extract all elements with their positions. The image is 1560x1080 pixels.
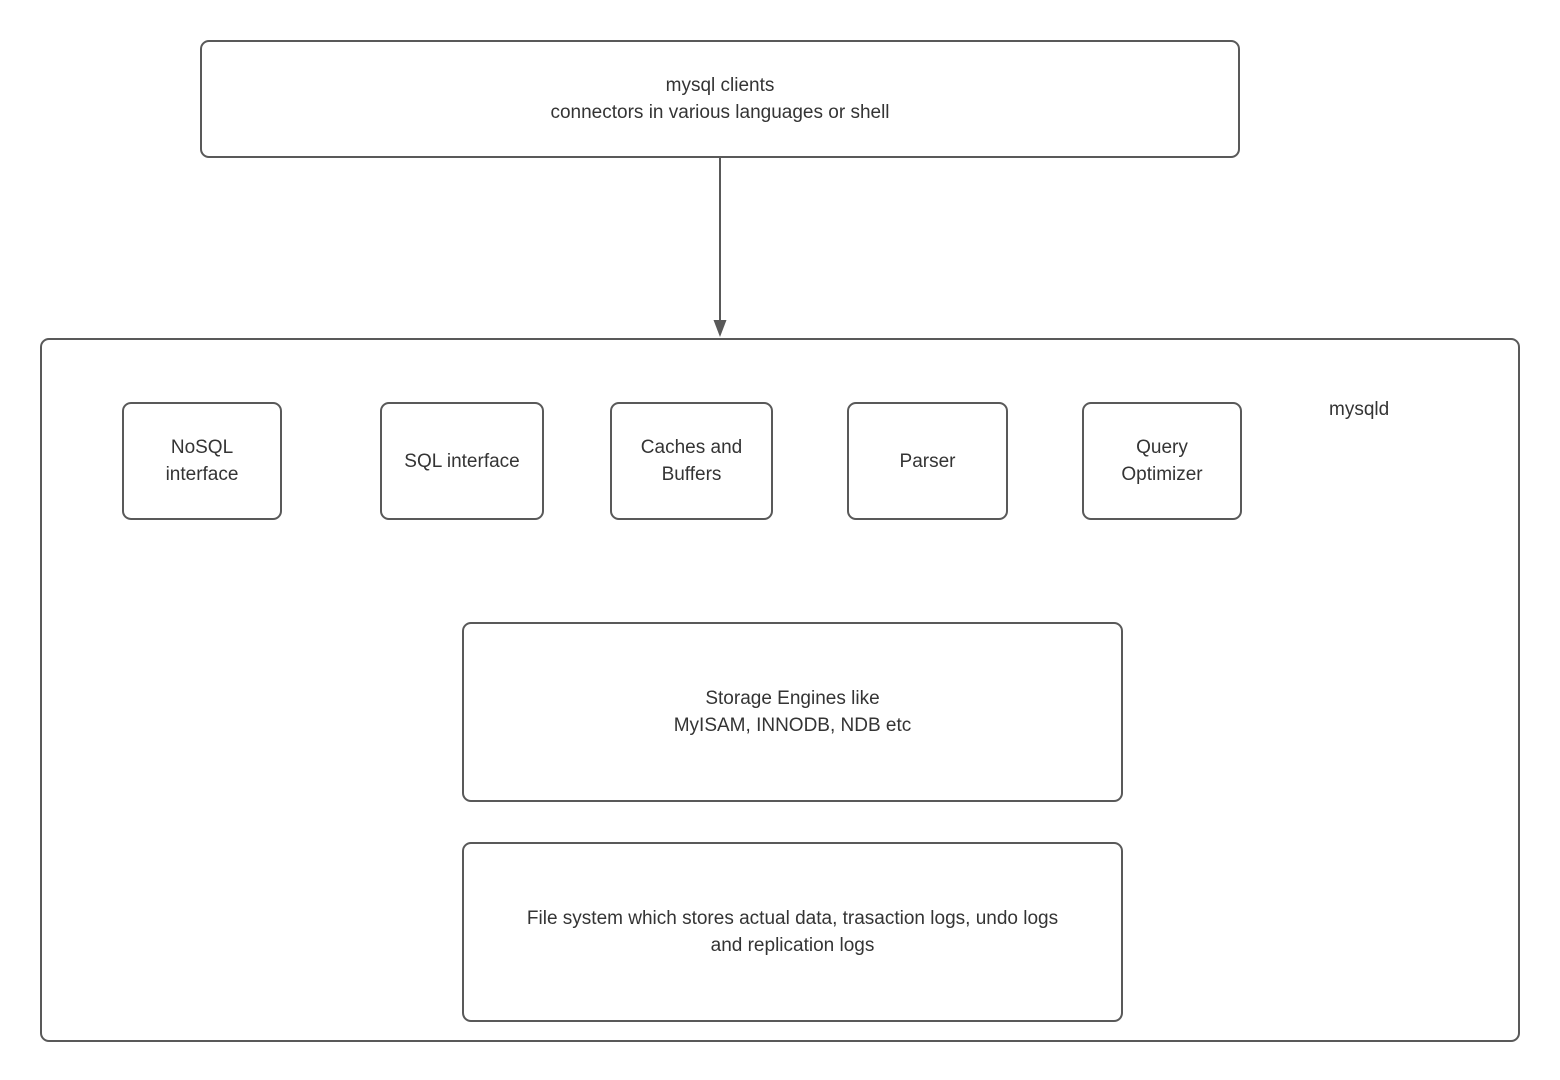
component-box-nosql-interface: NoSQL interface	[122, 402, 282, 520]
down-arrow	[713, 158, 727, 337]
component-box-caches-and-buffers: Caches and Buffers	[610, 402, 773, 520]
storage-engines-box: Storage Engines like MyISAM, INNODB, NDB…	[462, 622, 1123, 802]
parser-label: Parser	[899, 450, 956, 472]
component-box-query-optimizer: Query Optimizer	[1082, 402, 1242, 520]
file-system-label: File system which stores actual data, tr…	[526, 908, 1059, 956]
mysql-clients-label: mysql clients connectors in various lang…	[550, 75, 890, 123]
nosql-interface-label: NoSQL interface	[165, 437, 239, 485]
mysql-clients-box: mysql clients connectors in various lang…	[200, 40, 1240, 158]
caches-and-buffers-label: Caches and Buffers	[640, 437, 743, 485]
component-box-parser: Parser	[847, 402, 1008, 520]
query-optimizer-label: Query Optimizer	[1121, 437, 1203, 485]
storage-engines-label: Storage Engines like MyISAM, INNODB, NDB…	[673, 688, 912, 736]
mysqld-container: mysqld NoSQL interface SQL interface Cac…	[40, 338, 1520, 1042]
component-box-sql-interface: SQL interface	[380, 402, 544, 520]
sql-interface-label: SQL interface	[404, 450, 520, 472]
file-system-box: File system which stores actual data, tr…	[462, 842, 1123, 1022]
mysqld-label: mysqld	[1329, 399, 1390, 420]
